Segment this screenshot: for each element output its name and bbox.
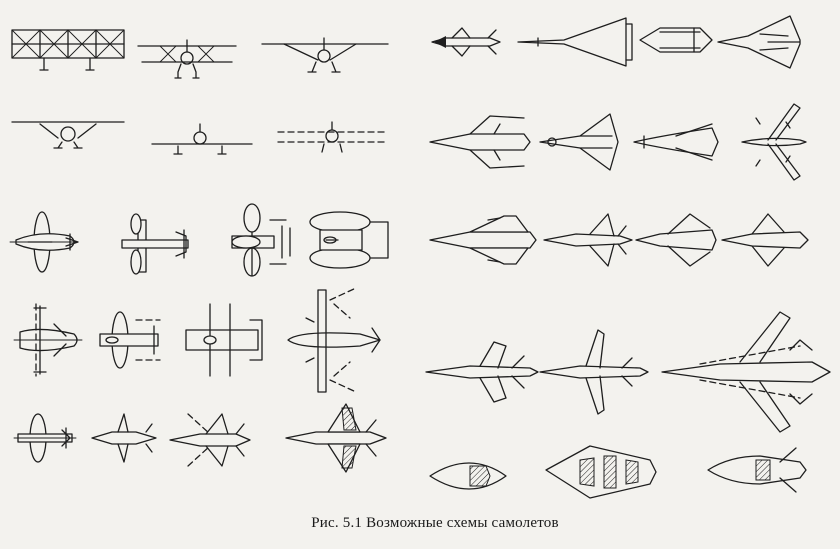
straight-wing-jet-top-view [13, 413, 77, 463]
swept-wing-bomber-top-view [741, 103, 807, 181]
lifting-body-spaceplane-top-view [707, 447, 807, 493]
delta-canard-fighter-top-view [91, 413, 157, 463]
pusher-monoplane-top-view [99, 311, 161, 369]
delta-heavy-jet-top-view [429, 215, 537, 265]
tandem-wing-aircraft-top-view [13, 303, 83, 377]
biplane-front-view [137, 39, 237, 79]
sesquiplane-front-view [261, 37, 389, 73]
twin-boom-pusher-top-view [231, 203, 291, 277]
lifting-body-jet-top-view [639, 27, 713, 53]
forward-swept-jet-top-view [543, 213, 633, 267]
canard-jet-top-view [431, 27, 501, 57]
supersonic-bomber-top-view [429, 115, 531, 169]
variable-sweep-fighter-top-view [169, 413, 251, 467]
twin-boom-monoplane-top-view [185, 303, 263, 377]
swept-wing-airliner-top-view [287, 287, 381, 393]
caption-text: Рис. 5.1 Возможные схемы самолетов [311, 515, 559, 531]
concorde-type-sst-top-view [633, 123, 719, 161]
twin-engine-monoplane-top-view [121, 213, 189, 275]
lifting-body-small-top-view [429, 462, 507, 490]
triplane-box-kite-front-view [11, 29, 125, 71]
figure-caption: Рис. 5.1 Возможные схемы самолетов [0, 515, 840, 532]
ring-wing-jet-top-view [635, 213, 717, 267]
high-wing-monoplane-front-view [11, 121, 125, 149]
tailless-delta-jet-top-view [517, 17, 633, 67]
su27-type-fighter-top-view [285, 403, 387, 473]
lifting-body-hypersonic-top-view [545, 445, 657, 499]
cranked-arrow-jet-top-view [425, 341, 539, 403]
mid-wing-monoplane-front-view [277, 121, 389, 153]
twin-fuselage-top-view [309, 211, 389, 269]
ogival-delta-jet-top-view [717, 15, 801, 69]
low-wing-monoplane-front-view [151, 123, 253, 155]
canard-cranked-jet-top-view [539, 329, 649, 415]
tailless-swept-jet-top-view [721, 213, 809, 267]
large-canard-transport-top-view [661, 311, 831, 433]
delta-fighter-top-view [539, 113, 619, 171]
single-engine-monoplane-top-view [9, 211, 79, 273]
